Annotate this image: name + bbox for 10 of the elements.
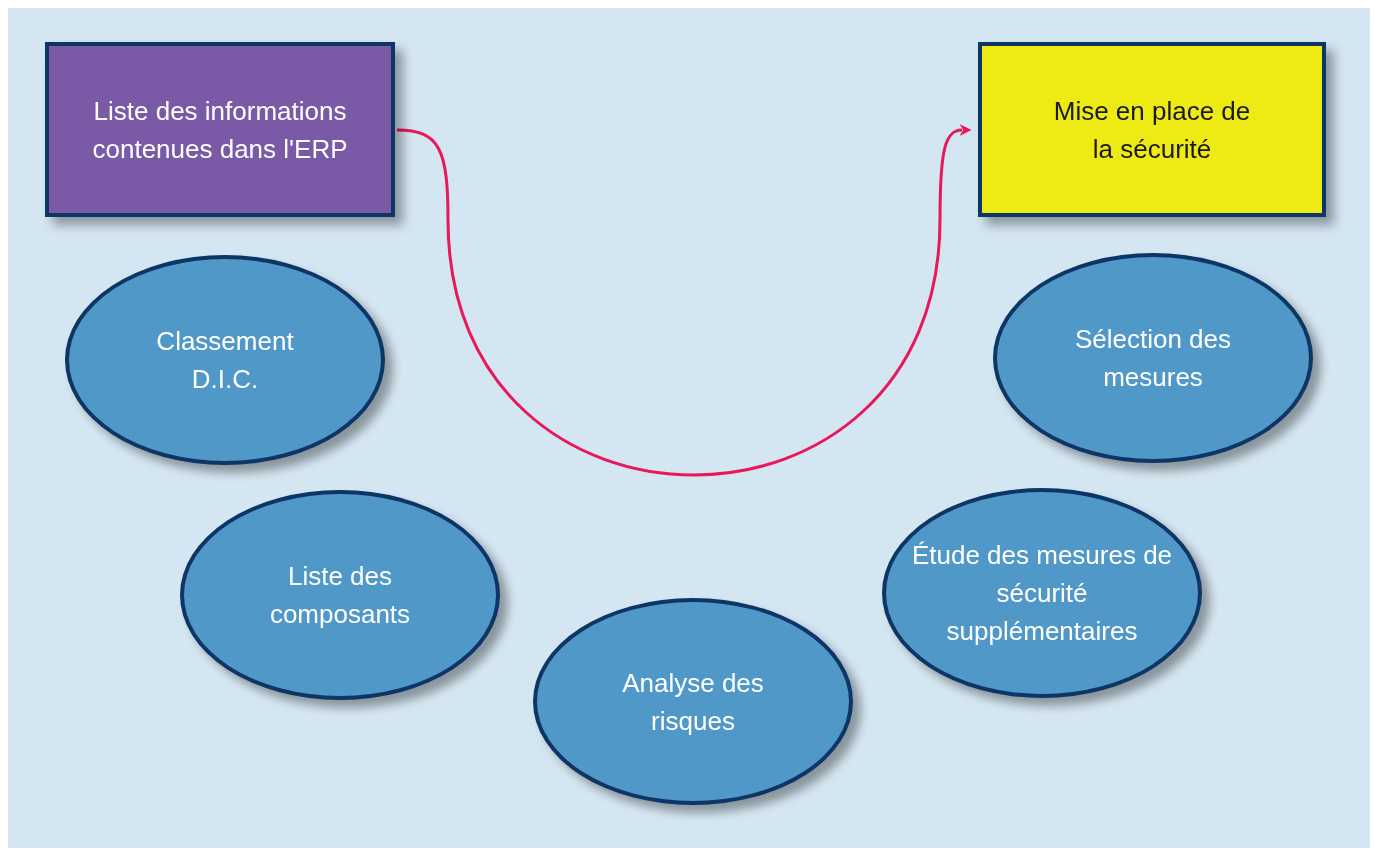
node-label: Liste des informations contenues dans l'ERP (91, 94, 349, 166)
process-box (978, 42, 1326, 217)
node-label: Classement D.I.C. (155, 325, 295, 396)
node-label: Mise en place de la sécurité (1052, 94, 1252, 166)
node-label: Analyse des risques (621, 666, 765, 738)
process-box (45, 42, 395, 217)
node-label: Sélection des mesures (1073, 323, 1233, 394)
curved-arrow (396, 124, 972, 476)
node-label: Étude des mesures de sécurité supplémentaires (910, 539, 1174, 648)
node-label: Liste des composants (268, 560, 412, 631)
